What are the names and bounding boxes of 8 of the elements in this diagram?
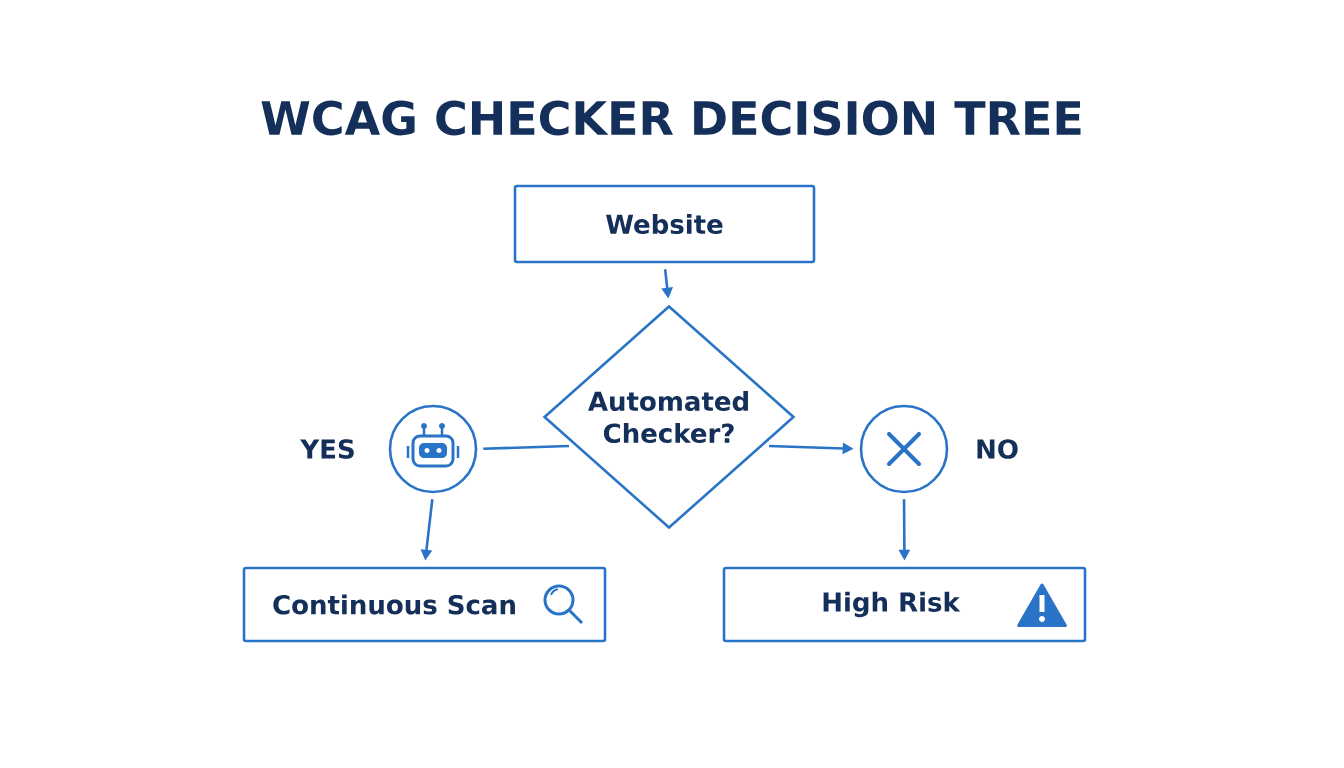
process-box: High Risk [722,566,1087,643]
robot-icon [388,404,478,494]
branch-label: NO [977,439,1018,459]
title: WCAG CHECKER DECISION TREE [261,100,1081,136]
branch-label: YES [300,439,354,459]
process-box: Continuous Scan [242,566,607,643]
close-icon [859,404,949,494]
process-box: Website [513,184,816,264]
